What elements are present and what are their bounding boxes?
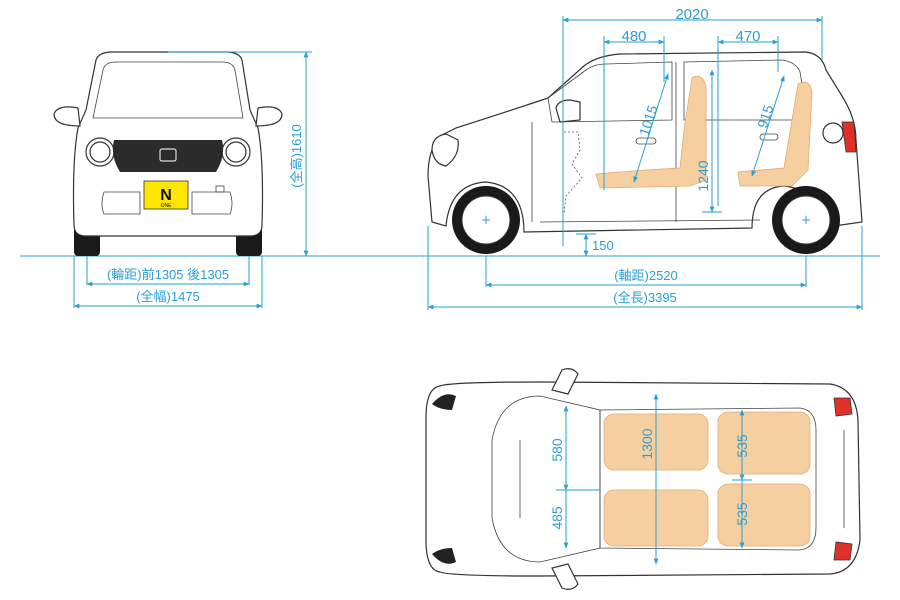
rear-headroom-label: 915 <box>754 103 777 130</box>
rear-seat-width-2-label: 535 <box>734 502 750 526</box>
tread-label: (輪距)前1305 後1305 <box>107 267 229 282</box>
rear-seat-width-label: 535 <box>734 434 750 458</box>
wheelbase-label: (軸距)2520 <box>614 268 678 283</box>
front-seat-width-2-label: 485 <box>549 506 565 530</box>
license-plate <box>143 180 189 210</box>
front-seat-width-label: 580 <box>549 438 565 462</box>
overall-height-label: (全高)1610 <box>289 124 304 188</box>
badge-letter: N <box>160 187 172 204</box>
side-view <box>427 51 863 254</box>
interior-height-label: 1240 <box>695 160 711 191</box>
rear-legroom-label: 470 <box>735 28 760 45</box>
overall-length-label: (全長)3395 <box>613 290 677 305</box>
front-legroom-label: 480 <box>621 28 646 45</box>
front-view: N ONE <box>53 51 283 256</box>
overall-width-label: (全幅)1475 <box>136 289 200 304</box>
top-view <box>425 368 861 590</box>
badge-sub: ONE <box>161 203 173 209</box>
ground-clearance-label: 150 <box>592 238 614 253</box>
interior-width-label: 1300 <box>639 428 655 459</box>
interior-length-label: 2020 <box>675 6 708 23</box>
